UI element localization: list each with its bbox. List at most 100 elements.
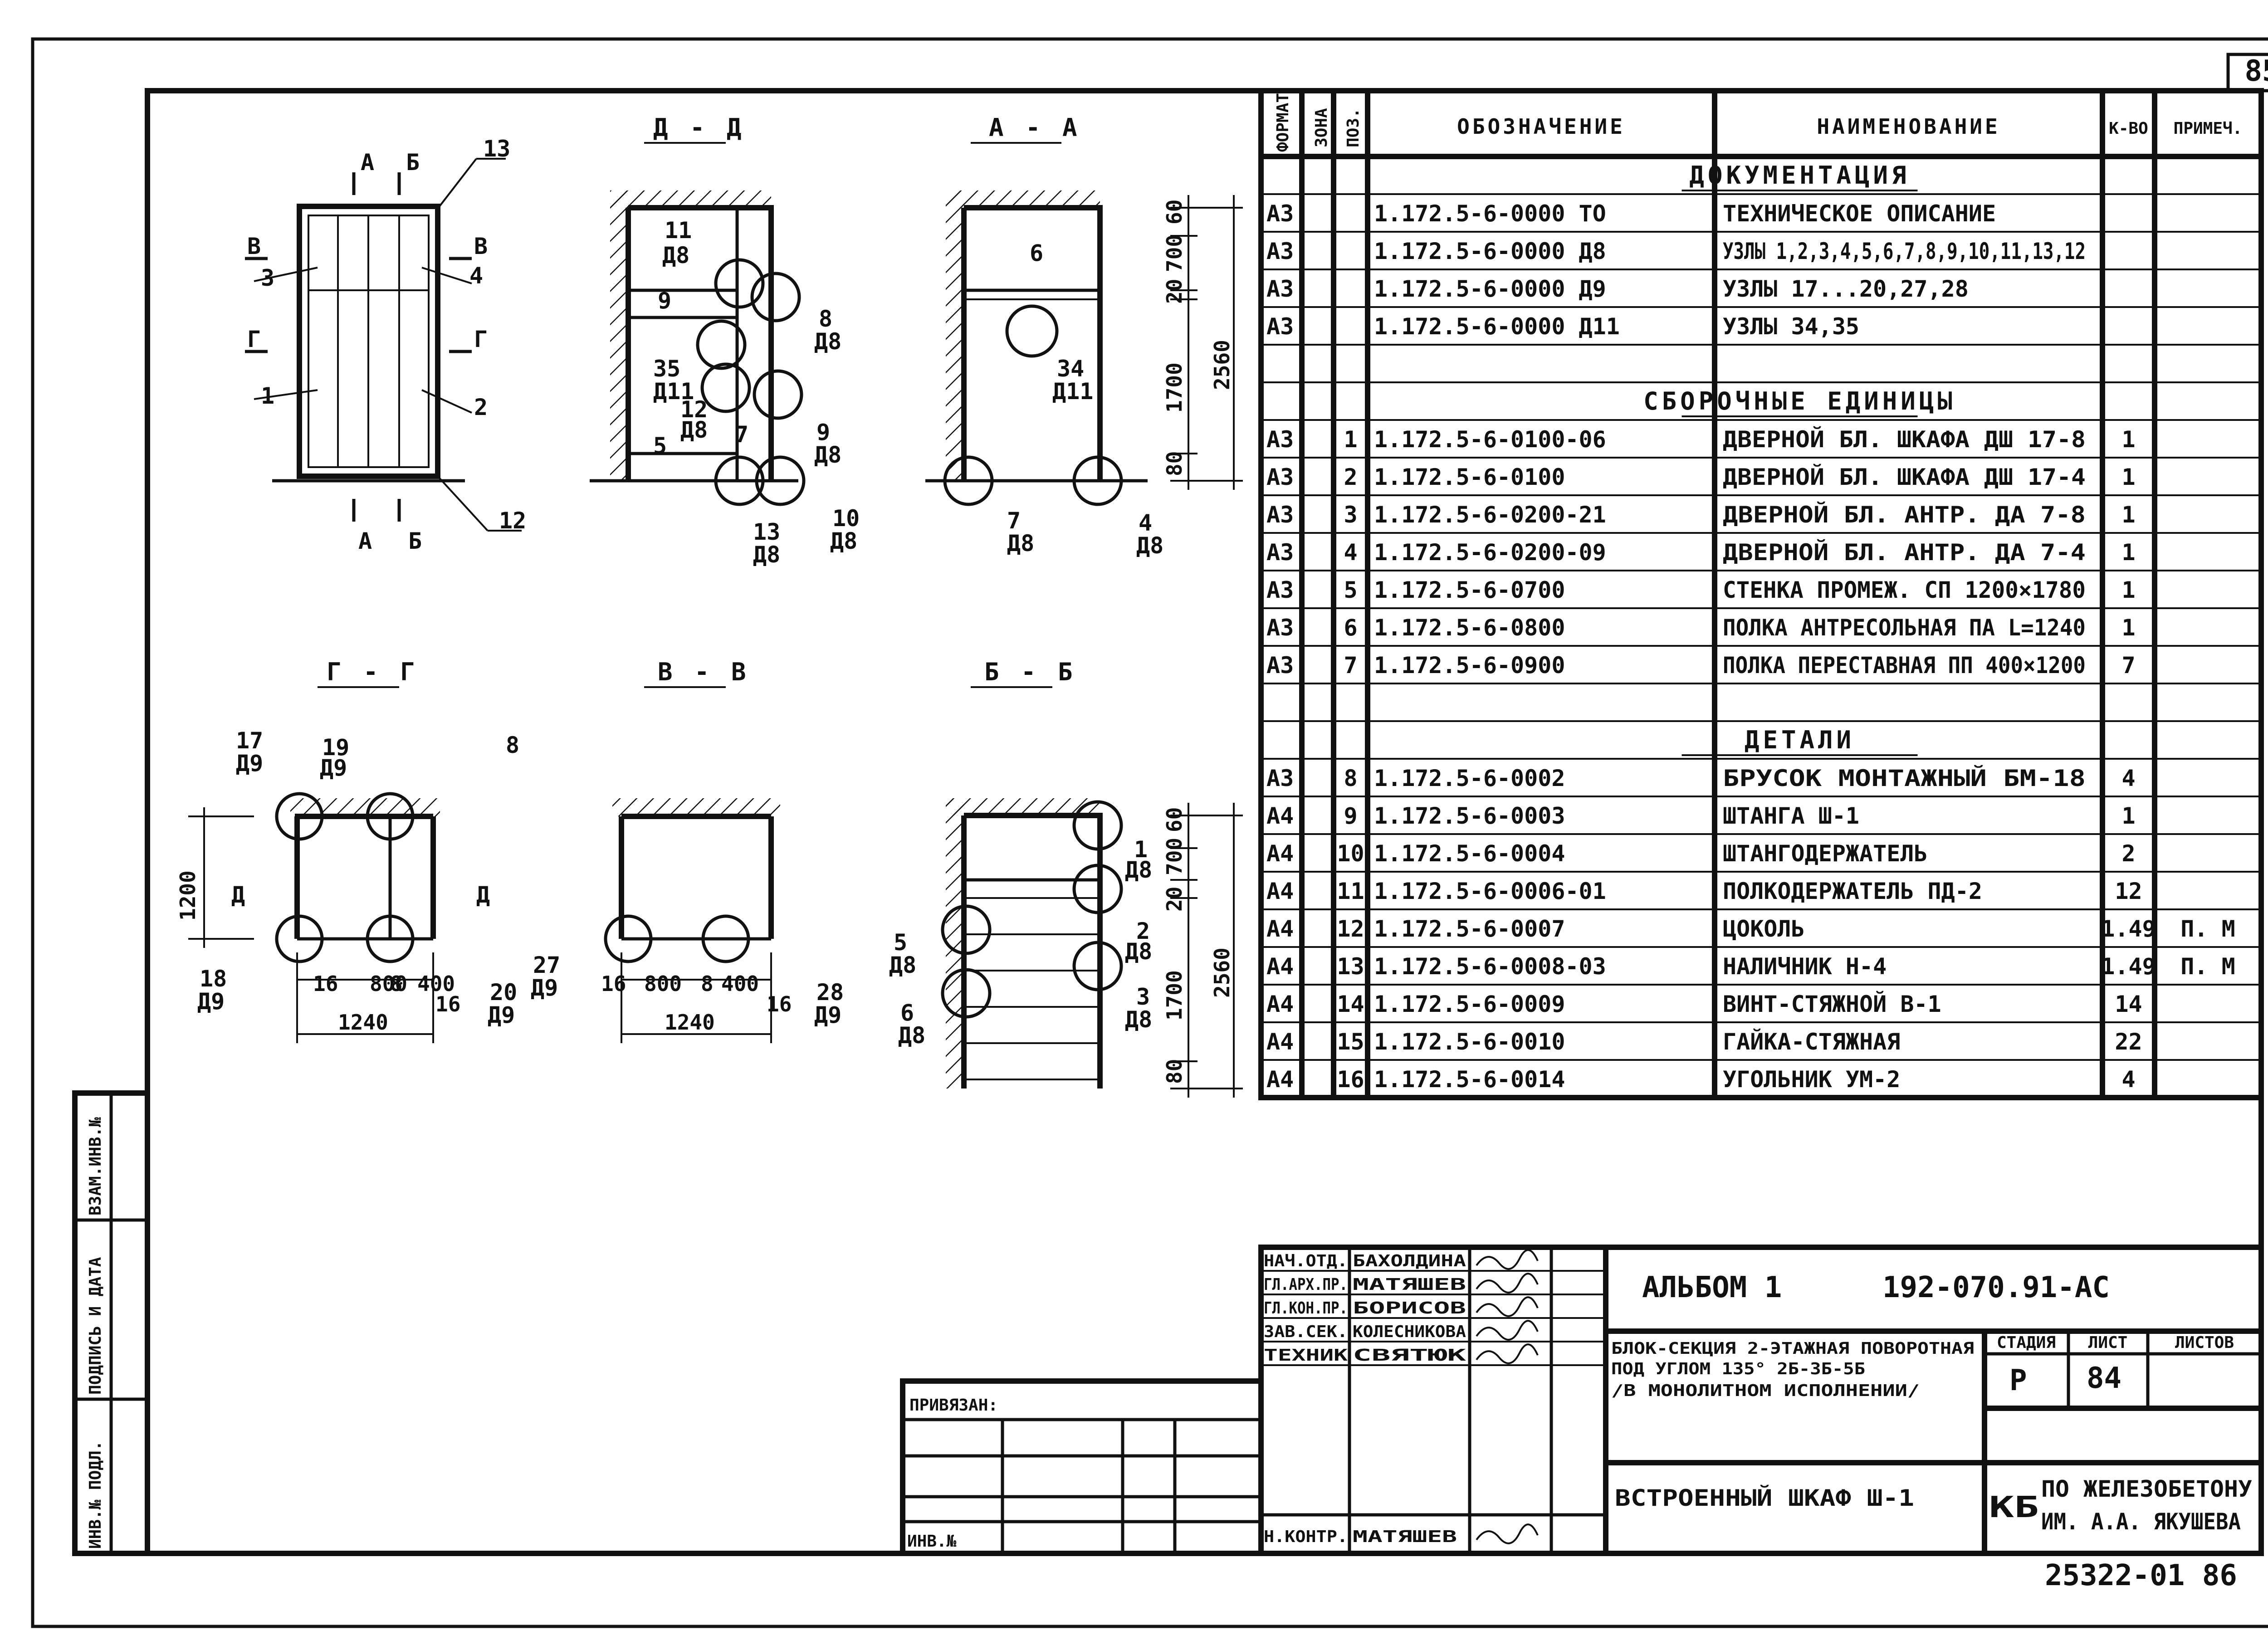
spec-cell-qty: 7 xyxy=(2121,652,2135,679)
spec-cell-designation: 1.172.5-6-0010 xyxy=(1374,1029,1565,1055)
spec-section-title: СБОРОЧНЫЕ ЕДИНИЦЫ xyxy=(1643,387,1956,415)
spec-cell-designation: 1.172.5-6-0008-03 xyxy=(1374,953,1606,980)
side-inv-podl: ИНВ.№ ПОДЛ. xyxy=(86,1441,105,1549)
view-title-aa: А - А xyxy=(989,113,1081,142)
signature-scribble xyxy=(1476,1273,1539,1294)
spec-cell-format: А4 xyxy=(1266,953,1294,980)
spec-cell-designation: 1.172.5-6-0002 xyxy=(1374,765,1565,791)
spec-cell-designation: 1.172.5-6-0700 xyxy=(1374,577,1565,603)
dim-bb: 700 xyxy=(1162,838,1187,875)
callout-bb: Д8 xyxy=(1125,1006,1152,1033)
spec-cell-format: А3 xyxy=(1266,539,1294,566)
dim-bb: 60 xyxy=(1162,807,1187,832)
spec-cell-designation: 1.172.5-6-0003 xyxy=(1374,803,1565,829)
spec-cell-name: ДВЕРНОЙ БЛ. ШКАФА ДШ 17-4 xyxy=(1723,464,2086,490)
callout-gg: Д xyxy=(231,882,245,908)
spec-cell-pos: 1 xyxy=(1344,426,1357,453)
title-code: 192-070.91-АС xyxy=(1882,1271,2110,1304)
title-project-line2: ПОД УГЛОМ 135° 2Б-3Б-5Б xyxy=(1611,1360,1865,1378)
spec-cell-format: А4 xyxy=(1266,1029,1294,1055)
part-label-3: 3 xyxy=(261,265,274,291)
dim-bb: 80 xyxy=(1162,1059,1187,1084)
spec-cell-format: А4 xyxy=(1266,803,1294,829)
dim-gg: 800 xyxy=(370,971,407,996)
callout-bb: 6 xyxy=(900,1000,914,1026)
spec-cell-qty: 1 xyxy=(2121,615,2135,641)
spec-cell-pos: 12 xyxy=(1337,916,1364,942)
view-title-dd: Д - Д xyxy=(653,113,745,142)
callout-bb: 3 xyxy=(1136,984,1150,1010)
spec-cell-format: А4 xyxy=(1266,1066,1294,1093)
callout-dd: Д8 xyxy=(680,417,708,443)
callout-bb: 5 xyxy=(894,929,907,956)
spec-cell-designation: 1.172.5-6-0800 xyxy=(1374,615,1565,641)
callout-dd: 7 xyxy=(735,421,748,448)
spec-cell-designation: 1.172.5-6-0200-09 xyxy=(1374,539,1606,566)
dim-gg: 8 xyxy=(390,971,403,996)
part-label-2: 2 xyxy=(474,394,488,420)
callout-bb: 2 xyxy=(1136,918,1150,944)
spec-cell-pos: 3 xyxy=(1344,502,1357,528)
spec-cell-format: А3 xyxy=(1266,652,1294,679)
spec-cell-format: А3 xyxy=(1266,577,1294,603)
view-vv xyxy=(604,798,780,1043)
spec-cell-qty: 1 xyxy=(2121,577,2135,603)
spec-cell-format: А3 xyxy=(1266,464,1294,490)
title-sig-name: БОРИСОВ xyxy=(1353,1299,1466,1318)
callout-bb: Д8 xyxy=(1125,857,1152,883)
spec-cell-designation: 1.172.5-6-0000 ТО xyxy=(1374,200,1606,227)
callout-dd: 9 xyxy=(816,419,830,445)
spec-cell-name: ДВЕРНОЙ БЛ. АНТР. ДА 7-8 xyxy=(1723,501,2086,528)
spec-cell-qty: 1.49 xyxy=(2101,953,2156,980)
callout-gg: Д9 xyxy=(236,750,263,776)
callout-vv: Д9 xyxy=(531,975,558,1001)
spec-cell-name: ГАЙКА-СТЯЖНАЯ xyxy=(1723,1028,1900,1055)
callout-gg: 19 xyxy=(322,734,349,761)
callout-gg: 18 xyxy=(200,966,227,992)
callout-section-g-right: Г xyxy=(474,326,488,352)
spec-cell-designation: 1.172.5-6-0200-21 xyxy=(1374,502,1606,528)
callout-aa: 7 xyxy=(1007,508,1021,534)
inv-label: ИНВ.№ xyxy=(907,1532,957,1551)
privyazan-label: ПРИВЯЗАН: xyxy=(909,1396,998,1415)
callout-aa: 4 xyxy=(1139,510,1152,536)
dim-gg-1200: 1200 xyxy=(176,870,200,921)
spec-cell-format: А4 xyxy=(1266,840,1294,867)
part-label-12: 12 xyxy=(499,508,526,534)
spec-cell-qty: 1 xyxy=(2121,803,2135,829)
spec-cell-qty: 1 xyxy=(2121,426,2135,453)
inner-frame xyxy=(145,88,2264,1556)
callout-gg: 8 xyxy=(506,732,519,758)
callout-dd: Д11 xyxy=(653,378,694,405)
dim-vv: 8 xyxy=(701,971,714,996)
dim-bb: 20 xyxy=(1162,887,1187,912)
callout-aa: 34 xyxy=(1057,356,1084,382)
spec-header-format: ФОРМАТ xyxy=(1274,93,1292,152)
title-sheet-label: ЛИСТ xyxy=(2088,1333,2128,1352)
spec-cell-name: УЗЛЫ 34,35 xyxy=(1723,313,1859,340)
part-label-13: 13 xyxy=(483,136,510,162)
title-sig-name: КОЛЕСНИКОВА xyxy=(1353,1323,1466,1341)
privyazan-frame xyxy=(900,1378,1264,1556)
spec-cell-designation: 1.172.5-6-0000 Д9 xyxy=(1374,276,1606,302)
spec-cell-format: А3 xyxy=(1266,200,1294,227)
callout-dd: 5 xyxy=(653,433,667,459)
title-org-line2: ИМ. А.А. ЯКУШЕВА xyxy=(2041,1508,2241,1535)
callout-gg: 17 xyxy=(236,727,263,754)
spec-cell-qty: 4 xyxy=(2121,765,2135,791)
callout-dd: 12 xyxy=(680,396,708,423)
callout-gg: Д xyxy=(476,882,490,908)
callout-dd: Д8 xyxy=(662,242,689,268)
spec-cell-designation: 1.172.5-6-0014 xyxy=(1374,1066,1565,1093)
spec-cell-designation: 1.172.5-6-0007 xyxy=(1374,916,1565,942)
callout-section-b-top: Б xyxy=(406,149,420,176)
spec-header-name: НАИМЕНОВАНИЕ xyxy=(1817,114,2000,139)
signature-scribble xyxy=(1476,1523,1539,1544)
spec-cell-qty: 1.49 xyxy=(2101,916,2156,942)
title-sig-name: БАХОЛДИНА xyxy=(1353,1252,1466,1270)
callout-vv: Д9 xyxy=(814,1002,841,1028)
title-block xyxy=(900,1245,2264,1556)
spec-cell-format: А3 xyxy=(1266,313,1294,340)
title-project-line3: /В МОНОЛИТНОМ ИСПОЛНЕНИИ/ xyxy=(1611,1382,1920,1400)
spec-cell-designation: 1.172.5-6-0100 xyxy=(1374,464,1565,490)
